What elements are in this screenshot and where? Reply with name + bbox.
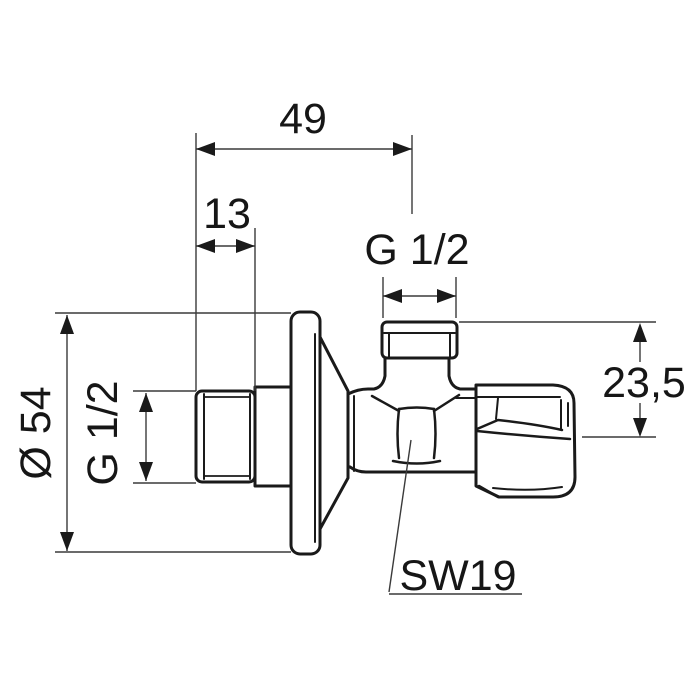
dim-label-inlet-thread: G 1/2 (79, 380, 127, 485)
dim-label-flange-diameter: Ø 54 (12, 386, 60, 479)
wall-flange (289, 310, 322, 556)
collar (253, 385, 293, 488)
dim-label-outlet-height: 23,5 (602, 359, 686, 407)
handle-knob (474, 383, 577, 499)
valve-body (346, 357, 478, 474)
dim-inlet-offset: 13 (196, 190, 256, 391)
dim-flange-diameter: Ø 54 (12, 312, 291, 553)
dim-total-width: 49 (195, 95, 413, 391)
dim-top-outlet-thread: G 1/2 (364, 226, 470, 318)
dim-label-top-outlet-thread: G 1/2 (364, 226, 469, 274)
cone-transition (318, 335, 355, 531)
dim-label-wrench-size: SW19 (399, 552, 516, 600)
dim-label-total-width: 49 (279, 95, 327, 143)
dim-outlet-height: 23,5 (459, 321, 686, 438)
dim-inlet-thread: G 1/2 (79, 380, 196, 486)
top-outlet-thread (380, 320, 459, 360)
dim-label-inlet-offset: 13 (203, 190, 251, 238)
inlet-thread (194, 389, 257, 484)
label-wrench-size: SW19 (388, 439, 522, 600)
hex-nut (391, 406, 442, 465)
